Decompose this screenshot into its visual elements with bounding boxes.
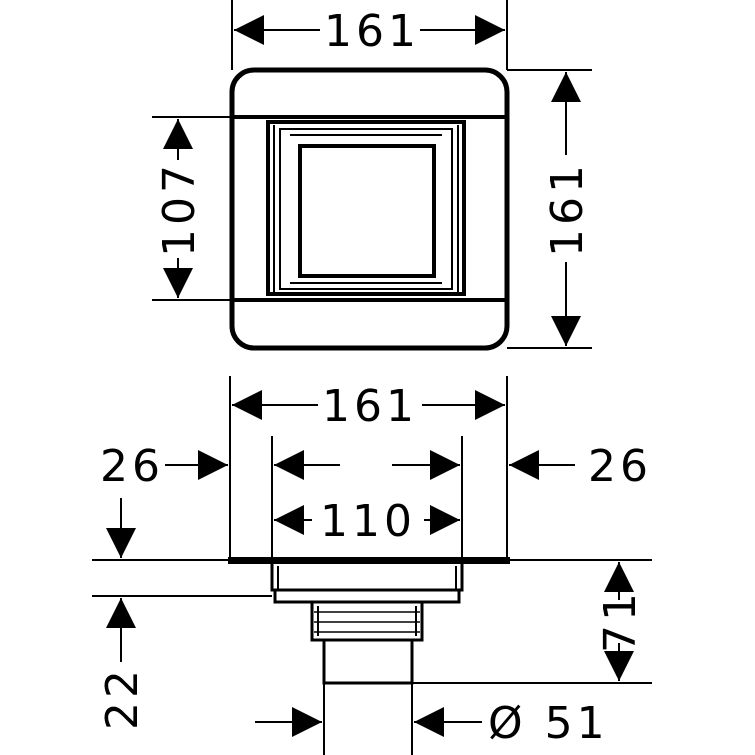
grate-insert (298, 144, 436, 278)
side-view: 161 26 26 110 22 71 Ø 51 (92, 376, 652, 755)
height-label: 71 (595, 589, 646, 653)
side-width-label: 161 (322, 381, 418, 432)
cover-plate (228, 557, 510, 564)
diameter-label: Ø 51 (488, 698, 609, 749)
top-inner-height-label: 107 (154, 161, 205, 257)
top-height-label: 161 (542, 161, 593, 257)
right-offset-label: 26 (588, 441, 652, 492)
top-view: 161 161 107 (152, 0, 593, 351)
flange (273, 588, 461, 604)
outlet-pipe (322, 638, 414, 685)
depth-label: 22 (97, 666, 148, 730)
left-offset-label: 26 (100, 441, 164, 492)
grate-frame (266, 120, 466, 296)
outlet-collar (310, 600, 424, 642)
top-width-label: 161 (324, 6, 420, 57)
cover-outline (229, 67, 510, 351)
inner-width-label: 110 (320, 496, 416, 547)
